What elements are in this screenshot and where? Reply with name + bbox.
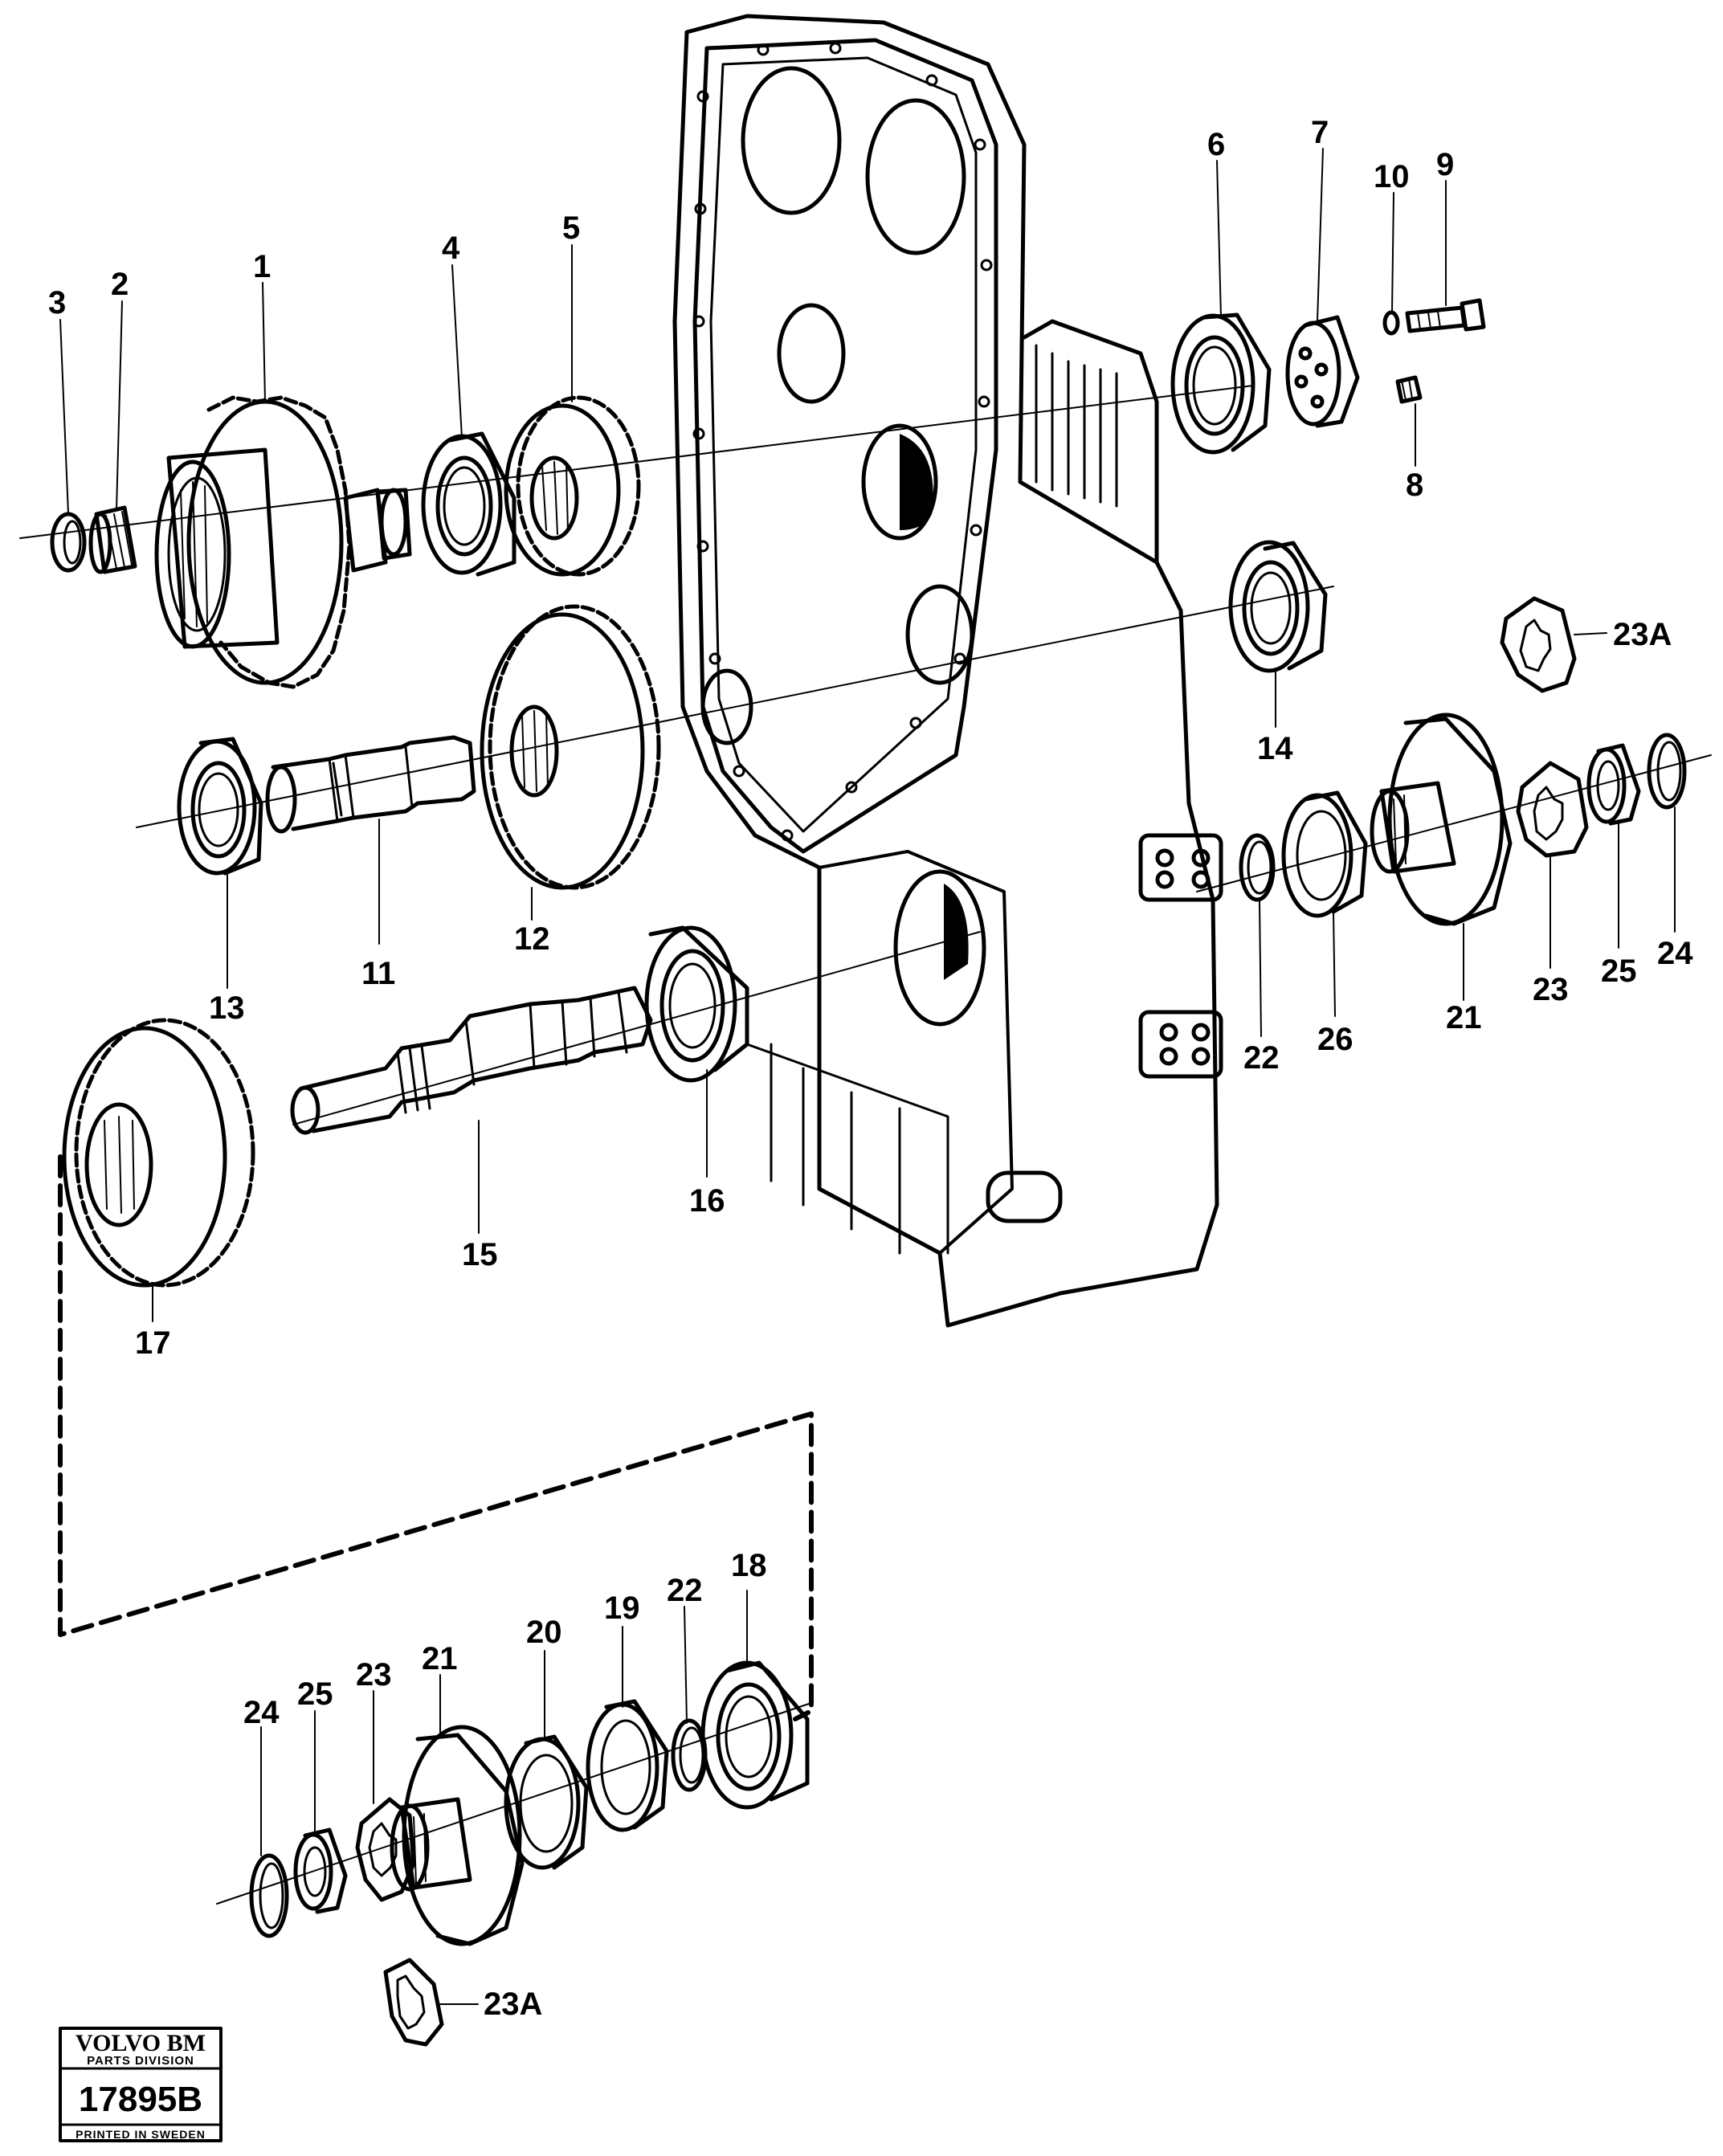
bearing-part-4 [421,431,516,577]
volvo-bm-stamp [59,2027,223,2142]
callout-23A-lower: 23A [484,1987,542,2022]
seal-part-26 [1281,790,1368,918]
lock-plate-part-23-lower [355,1797,416,1902]
lock-plate-part-23A-lower [383,1958,444,2047]
leader-lines [59,148,1676,2005]
callout-2: 2 [111,267,129,302]
washer-part-10 [1382,310,1400,336]
callout-25-lower: 25 [297,1676,333,1712]
o-ring-part-22-lower [671,1718,708,1792]
needle-bearing-part-2 [88,505,137,574]
circlip-part-24-lower [249,1853,289,1938]
main-shaft-part-15 [290,986,653,1135]
bearing-part-6 [1170,312,1272,455]
callout-23-lower: 23 [356,1657,392,1693]
callout-11: 11 [361,956,395,991]
callout-15: 15 [462,1237,498,1272]
callout-4: 4 [442,231,460,266]
bearing-part-13 [177,737,263,876]
nut-part-25-upper [1586,743,1641,826]
callout-25-upper: 25 [1601,953,1637,989]
callout-21-lower: 21 [422,1641,458,1676]
callout-5: 5 [562,210,580,246]
callout-9: 9 [1436,147,1454,182]
flange-part-21-upper [1370,713,1513,926]
callout-3: 3 [48,285,66,321]
stamp-brand: VOLVO BM [76,2030,206,2056]
callout-18: 18 [731,1548,767,1583]
callout-17: 17 [135,1325,171,1361]
bolt-part-9 [1405,298,1486,333]
callout-labels: 3 2 1 4 5 6 7 10 9 8 23A 14 13 11 12 22 … [48,115,1693,2022]
bearing-part-14 [1228,540,1328,673]
dashed-link-bracket [58,1154,814,1721]
callout-24-upper: 24 [1657,936,1693,971]
callout-23A-upper: 23A [1613,617,1672,652]
callout-12: 12 [514,921,550,957]
gearbox-housing [672,14,1223,1328]
callout-7: 7 [1311,115,1329,150]
o-ring-part-22-upper [1239,833,1276,902]
gear-part-5 [504,395,641,577]
flange-part-21-lower [390,1725,525,1946]
callout-20: 20 [526,1615,562,1650]
stamp-text: VOLVO BM PARTS DIVISION 17895B PRINTED I… [76,2030,206,2141]
lock-plate-part-23A-upper [1500,596,1577,693]
stamp-code: 17895B [79,2080,202,2119]
callout-6: 6 [1207,127,1225,162]
callout-19: 19 [604,1590,640,1626]
callout-22-upper: 22 [1243,1040,1280,1076]
circlip-part-24-upper [1647,733,1687,810]
callout-10: 10 [1374,159,1410,194]
lock-plate-part-23-upper [1516,761,1589,858]
gear-cluster-part-1 [154,395,412,689]
callout-1: 1 [253,249,271,284]
flange-cap-part-7 [1285,315,1360,428]
callout-16: 16 [689,1183,725,1219]
callout-14: 14 [1257,731,1293,766]
gear-part-12 [480,604,661,890]
callout-22-lower: 22 [667,1573,703,1608]
circlip-part-3 [50,512,87,573]
stamp-printed: PRINTED IN SWEDEN [76,2128,206,2141]
gear-part-17 [62,1018,255,1288]
nut-part-25-lower [293,1827,348,1914]
bearing-part-18 [700,1660,810,1810]
callout-23-upper: 23 [1533,972,1569,1007]
callout-13: 13 [209,990,245,1026]
shaft-part-11 [265,735,476,834]
stamp-division: PARTS DIVISION [87,2054,194,2068]
bearing-part-16 [644,925,749,1083]
callout-8: 8 [1406,468,1423,503]
callout-24-lower: 24 [243,1695,280,1730]
callout-21-upper: 21 [1446,1000,1482,1035]
callout-26: 26 [1317,1022,1353,1057]
screw-part-8 [1395,375,1423,404]
